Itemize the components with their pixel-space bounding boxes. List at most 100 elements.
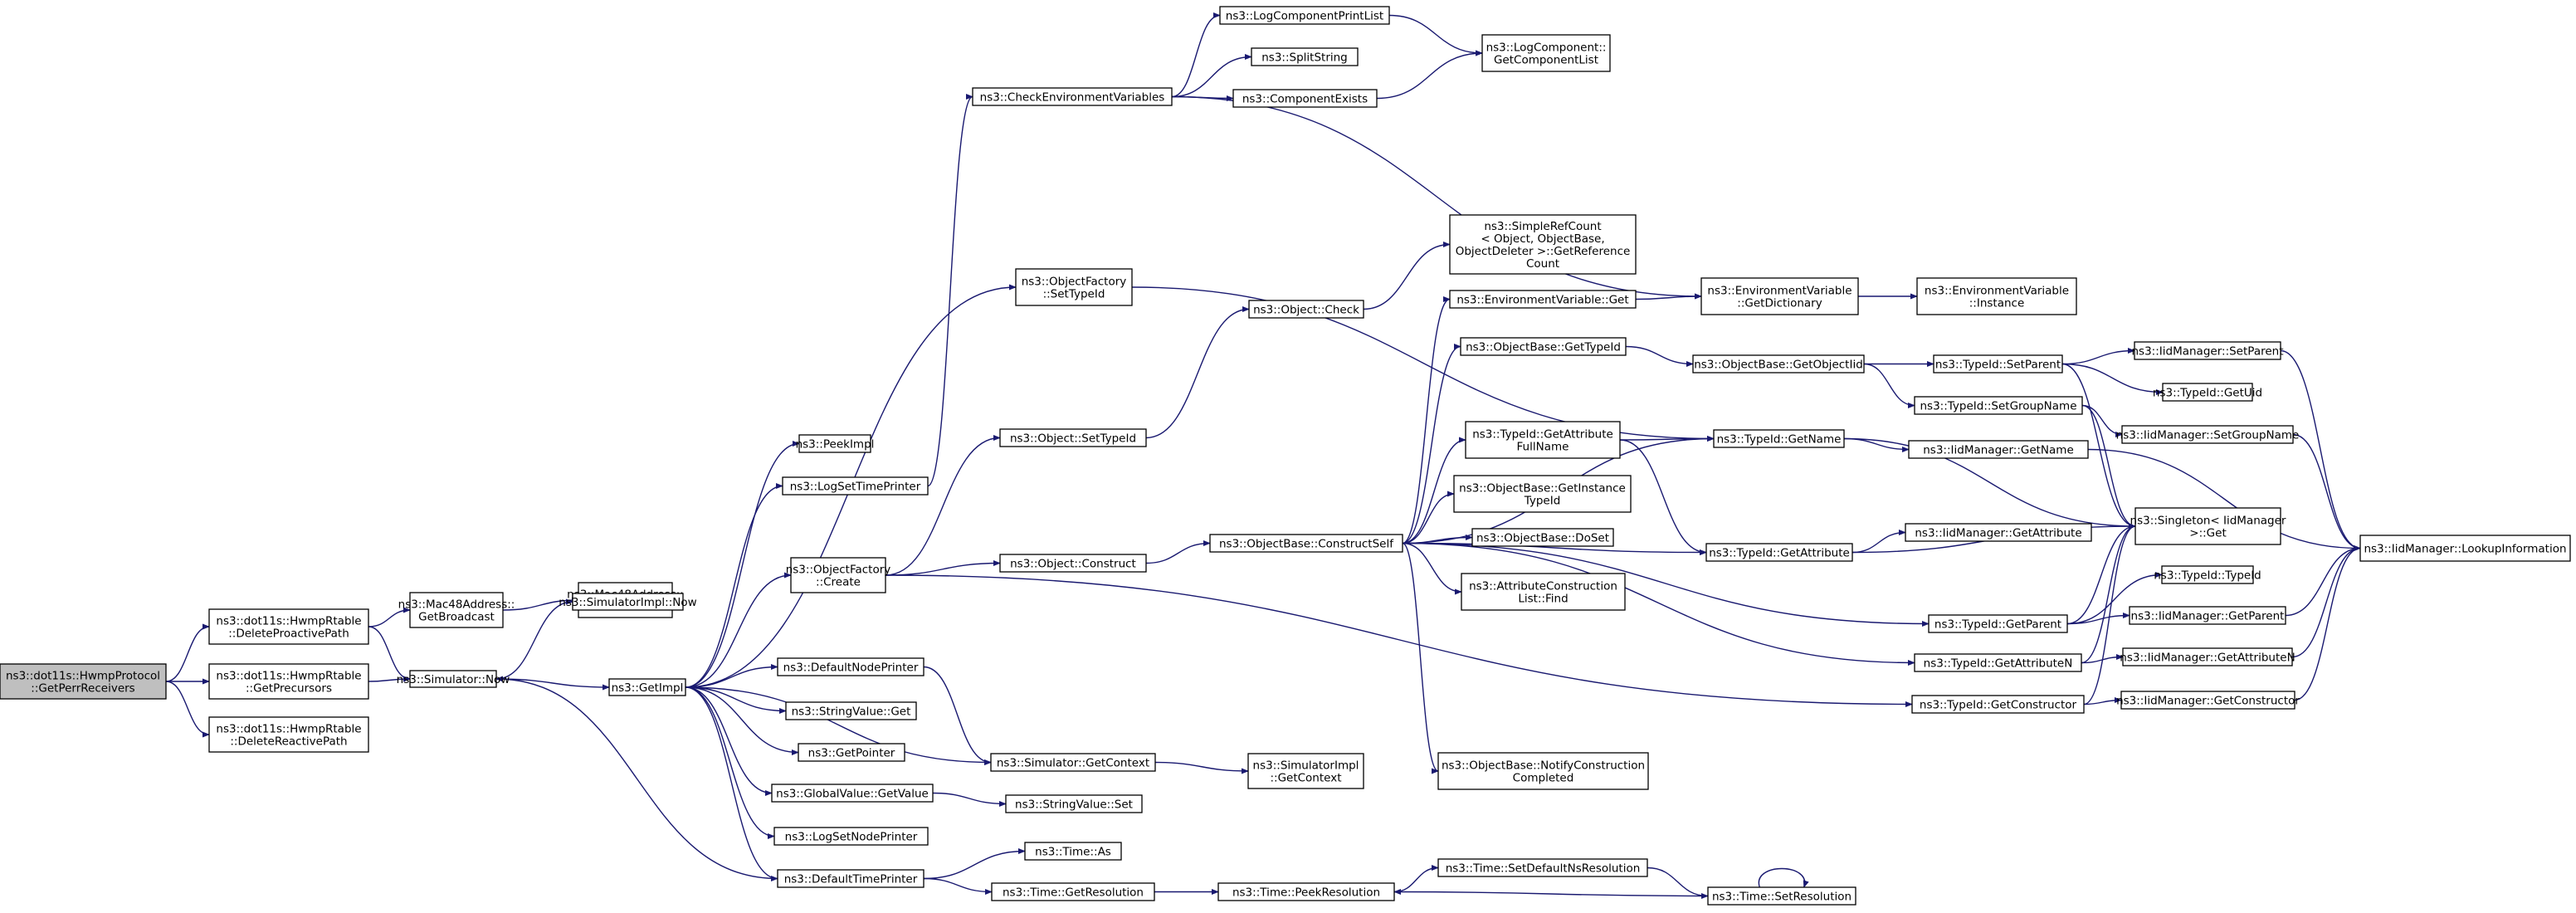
node-box[interactable] xyxy=(798,743,905,762)
node-iidgetattr[interactable]: ns3::IidManager::GetAttribute xyxy=(1905,523,2092,542)
node-box[interactable] xyxy=(1024,842,1122,861)
node-iidlookup[interactable]: ns3::IidManager::LookupInformation xyxy=(2359,535,2571,562)
node-box[interactable] xyxy=(2162,383,2253,402)
node-box[interactable] xyxy=(409,592,504,628)
node-box[interactable] xyxy=(1251,47,1359,66)
node-ofcreate[interactable]: ns3::ObjectFactory::Create xyxy=(786,557,891,593)
node-getpointer[interactable]: ns3::GetPointer xyxy=(798,743,905,762)
node-simnow[interactable]: ns3::Simulator::Now xyxy=(397,670,510,688)
node-box[interactable] xyxy=(1461,573,1626,611)
node-box[interactable] xyxy=(990,753,1156,772)
node-box[interactable] xyxy=(2122,647,2293,666)
node-iidgetparent[interactable]: ns3::IidManager::GetParent xyxy=(2129,606,2286,625)
node-box[interactable] xyxy=(1437,858,1648,877)
node-iidsetgroup[interactable]: ns3::IidManager::SetGroupName xyxy=(2116,425,2300,444)
node-envgetdict[interactable]: ns3::EnvironmentVariable::GetDictionary xyxy=(1700,277,1859,315)
node-logsetnode[interactable]: ns3::LogSetNodePrinter xyxy=(773,827,929,846)
node-obnotify[interactable]: ns3::ObjectBase::NotifyConstructionCompl… xyxy=(1437,752,1649,790)
node-peekimpl[interactable]: ns3::PeekImpl xyxy=(796,434,875,453)
node-box[interactable] xyxy=(2134,507,2281,545)
node-box[interactable] xyxy=(1928,614,2068,633)
node-tidgetattr[interactable]: ns3::TypeId::GetAttribute xyxy=(1705,543,1853,562)
node-box[interactable] xyxy=(785,701,917,720)
node-timesetres[interactable]: ns3::Time::SetResolution xyxy=(1707,886,1856,906)
node-getprec[interactable]: ns3::dot11s::HwmpRtable::GetPrecursors xyxy=(208,663,369,700)
node-box[interactable] xyxy=(782,476,929,496)
node-box[interactable] xyxy=(2134,341,2281,360)
node-envget[interactable]: ns3::EnvironmentVariable::Get xyxy=(1449,290,1637,309)
node-box[interactable] xyxy=(777,869,925,888)
node-box[interactable] xyxy=(208,608,369,645)
node-box[interactable] xyxy=(1247,753,1364,789)
node-box[interactable] xyxy=(790,557,886,593)
node-box[interactable] xyxy=(1692,354,1865,374)
node-box[interactable] xyxy=(1449,214,1637,275)
node-gvgetvalue[interactable]: ns3::GlobalValue::GetValue xyxy=(771,784,934,803)
node-box[interactable] xyxy=(572,593,684,611)
node-box[interactable] xyxy=(1219,6,1390,25)
node-checkenv[interactable]: ns3::CheckEnvironmentVariables xyxy=(972,87,1173,106)
node-box[interactable] xyxy=(1005,794,1143,813)
node-tidgetparent[interactable]: ns3::TypeId::GetParent xyxy=(1928,614,2068,633)
node-timesetdefns[interactable]: ns3::Time::SetDefaultNsResolution xyxy=(1437,858,1648,877)
node-simimplgetctx[interactable]: ns3::SimulatorImpl::GetContext xyxy=(1247,753,1364,789)
node-box[interactable] xyxy=(1449,290,1637,309)
node-box[interactable] xyxy=(1248,300,1364,319)
node-tidsetgroup[interactable]: ns3::TypeId::SetGroupName xyxy=(1914,396,2083,415)
node-deftimepr[interactable]: ns3::DefaultTimePrinter xyxy=(777,869,925,888)
node-box[interactable] xyxy=(1700,277,1859,315)
node-envinstance[interactable]: ns3::EnvironmentVariable::Instance xyxy=(1916,277,2077,315)
node-splitstr[interactable]: ns3::SplitString xyxy=(1251,47,1359,66)
node-getimpl[interactable]: ns3::GetImpl xyxy=(608,678,686,696)
node-box[interactable] xyxy=(1453,475,1632,513)
node-obgettypeid[interactable]: ns3::ObjectBase::GetTypeId xyxy=(1460,337,1627,356)
node-tidgetname[interactable]: ns3::TypeId::GetName xyxy=(1713,429,1845,448)
node-box[interactable] xyxy=(991,882,1155,901)
node-box[interactable] xyxy=(1905,523,2092,542)
node-defnodepr[interactable]: ns3::DefaultNodePrinter xyxy=(777,657,925,676)
node-getcomplist[interactable]: ns3::LogComponent::GetComponentList xyxy=(1481,34,1611,72)
node-singleton[interactable]: ns3::Singleton< IidManager>::Get xyxy=(2130,507,2286,545)
node-box[interactable] xyxy=(2121,425,2294,444)
node-delpro[interactable]: ns3::dot11s::HwmpRtable::DeleteProactive… xyxy=(208,608,369,645)
node-simimplnow[interactable]: ns3::SimulatorImpl::Now xyxy=(559,593,697,611)
node-iidgetattrn[interactable]: ns3::IidManager::GetAttributeN xyxy=(2120,647,2295,666)
node-box[interactable] xyxy=(771,784,934,803)
node-box[interactable] xyxy=(0,663,167,700)
node-box[interactable] xyxy=(1481,34,1611,72)
node-box[interactable] xyxy=(1465,421,1621,459)
node-box[interactable] xyxy=(608,678,686,696)
node-box[interactable] xyxy=(972,87,1173,106)
node-box[interactable] xyxy=(1471,528,1614,547)
node-tidsetparent[interactable]: ns3::TypeId::SetParent xyxy=(1933,354,2063,374)
node-timeas[interactable]: ns3::Time::As xyxy=(1024,842,1122,861)
node-box[interactable] xyxy=(1015,268,1133,306)
node-iidsetparent[interactable]: ns3::IidManager::SetParent xyxy=(2132,341,2284,360)
node-ofsettypeid[interactable]: ns3::ObjectFactory::SetTypeId xyxy=(1015,268,1133,306)
node-box[interactable] xyxy=(777,657,925,676)
node-box[interactable] xyxy=(1916,277,2077,315)
node-obdoset[interactable]: ns3::ObjectBase::DoSet xyxy=(1471,528,1614,547)
node-objsettypeid[interactable]: ns3::Object::SetTypeId xyxy=(999,428,1147,447)
node-box[interactable] xyxy=(1460,337,1627,356)
node-tidgetattrn[interactable]: ns3::TypeId::GetAttributeN xyxy=(1914,653,2082,672)
node-delreact[interactable]: ns3::dot11s::HwmpRtable::DeleteReactiveP… xyxy=(208,716,369,753)
node-box[interactable] xyxy=(1914,396,2083,415)
node-box[interactable] xyxy=(2129,606,2286,625)
node-box[interactable] xyxy=(999,554,1147,573)
node-tidtypeid[interactable]: ns3::TypeId::TypeId xyxy=(2154,565,2261,584)
node-bcast[interactable]: ns3::Mac48Address::GetBroadcast xyxy=(398,592,515,628)
node-box[interactable] xyxy=(1437,752,1649,790)
node-strset[interactable]: ns3::StringValue::Set xyxy=(1005,794,1143,813)
node-objcheck[interactable]: ns3::Object::Check xyxy=(1248,300,1364,319)
node-box[interactable] xyxy=(1713,429,1845,448)
node-box[interactable] xyxy=(409,670,497,688)
node-timepeekres[interactable]: ns3::Time::PeekResolution xyxy=(1217,882,1395,901)
node-root[interactable]: ns3::dot11s::HwmpProtocol::GetPerrReceiv… xyxy=(0,663,167,700)
node-box[interactable] xyxy=(208,663,369,700)
node-box[interactable] xyxy=(1908,440,2089,459)
node-timegetres[interactable]: ns3::Time::GetResolution xyxy=(991,882,1155,901)
node-obgetobjtid[interactable]: ns3::ObjectBase::GetObjectIid xyxy=(1692,354,1865,374)
